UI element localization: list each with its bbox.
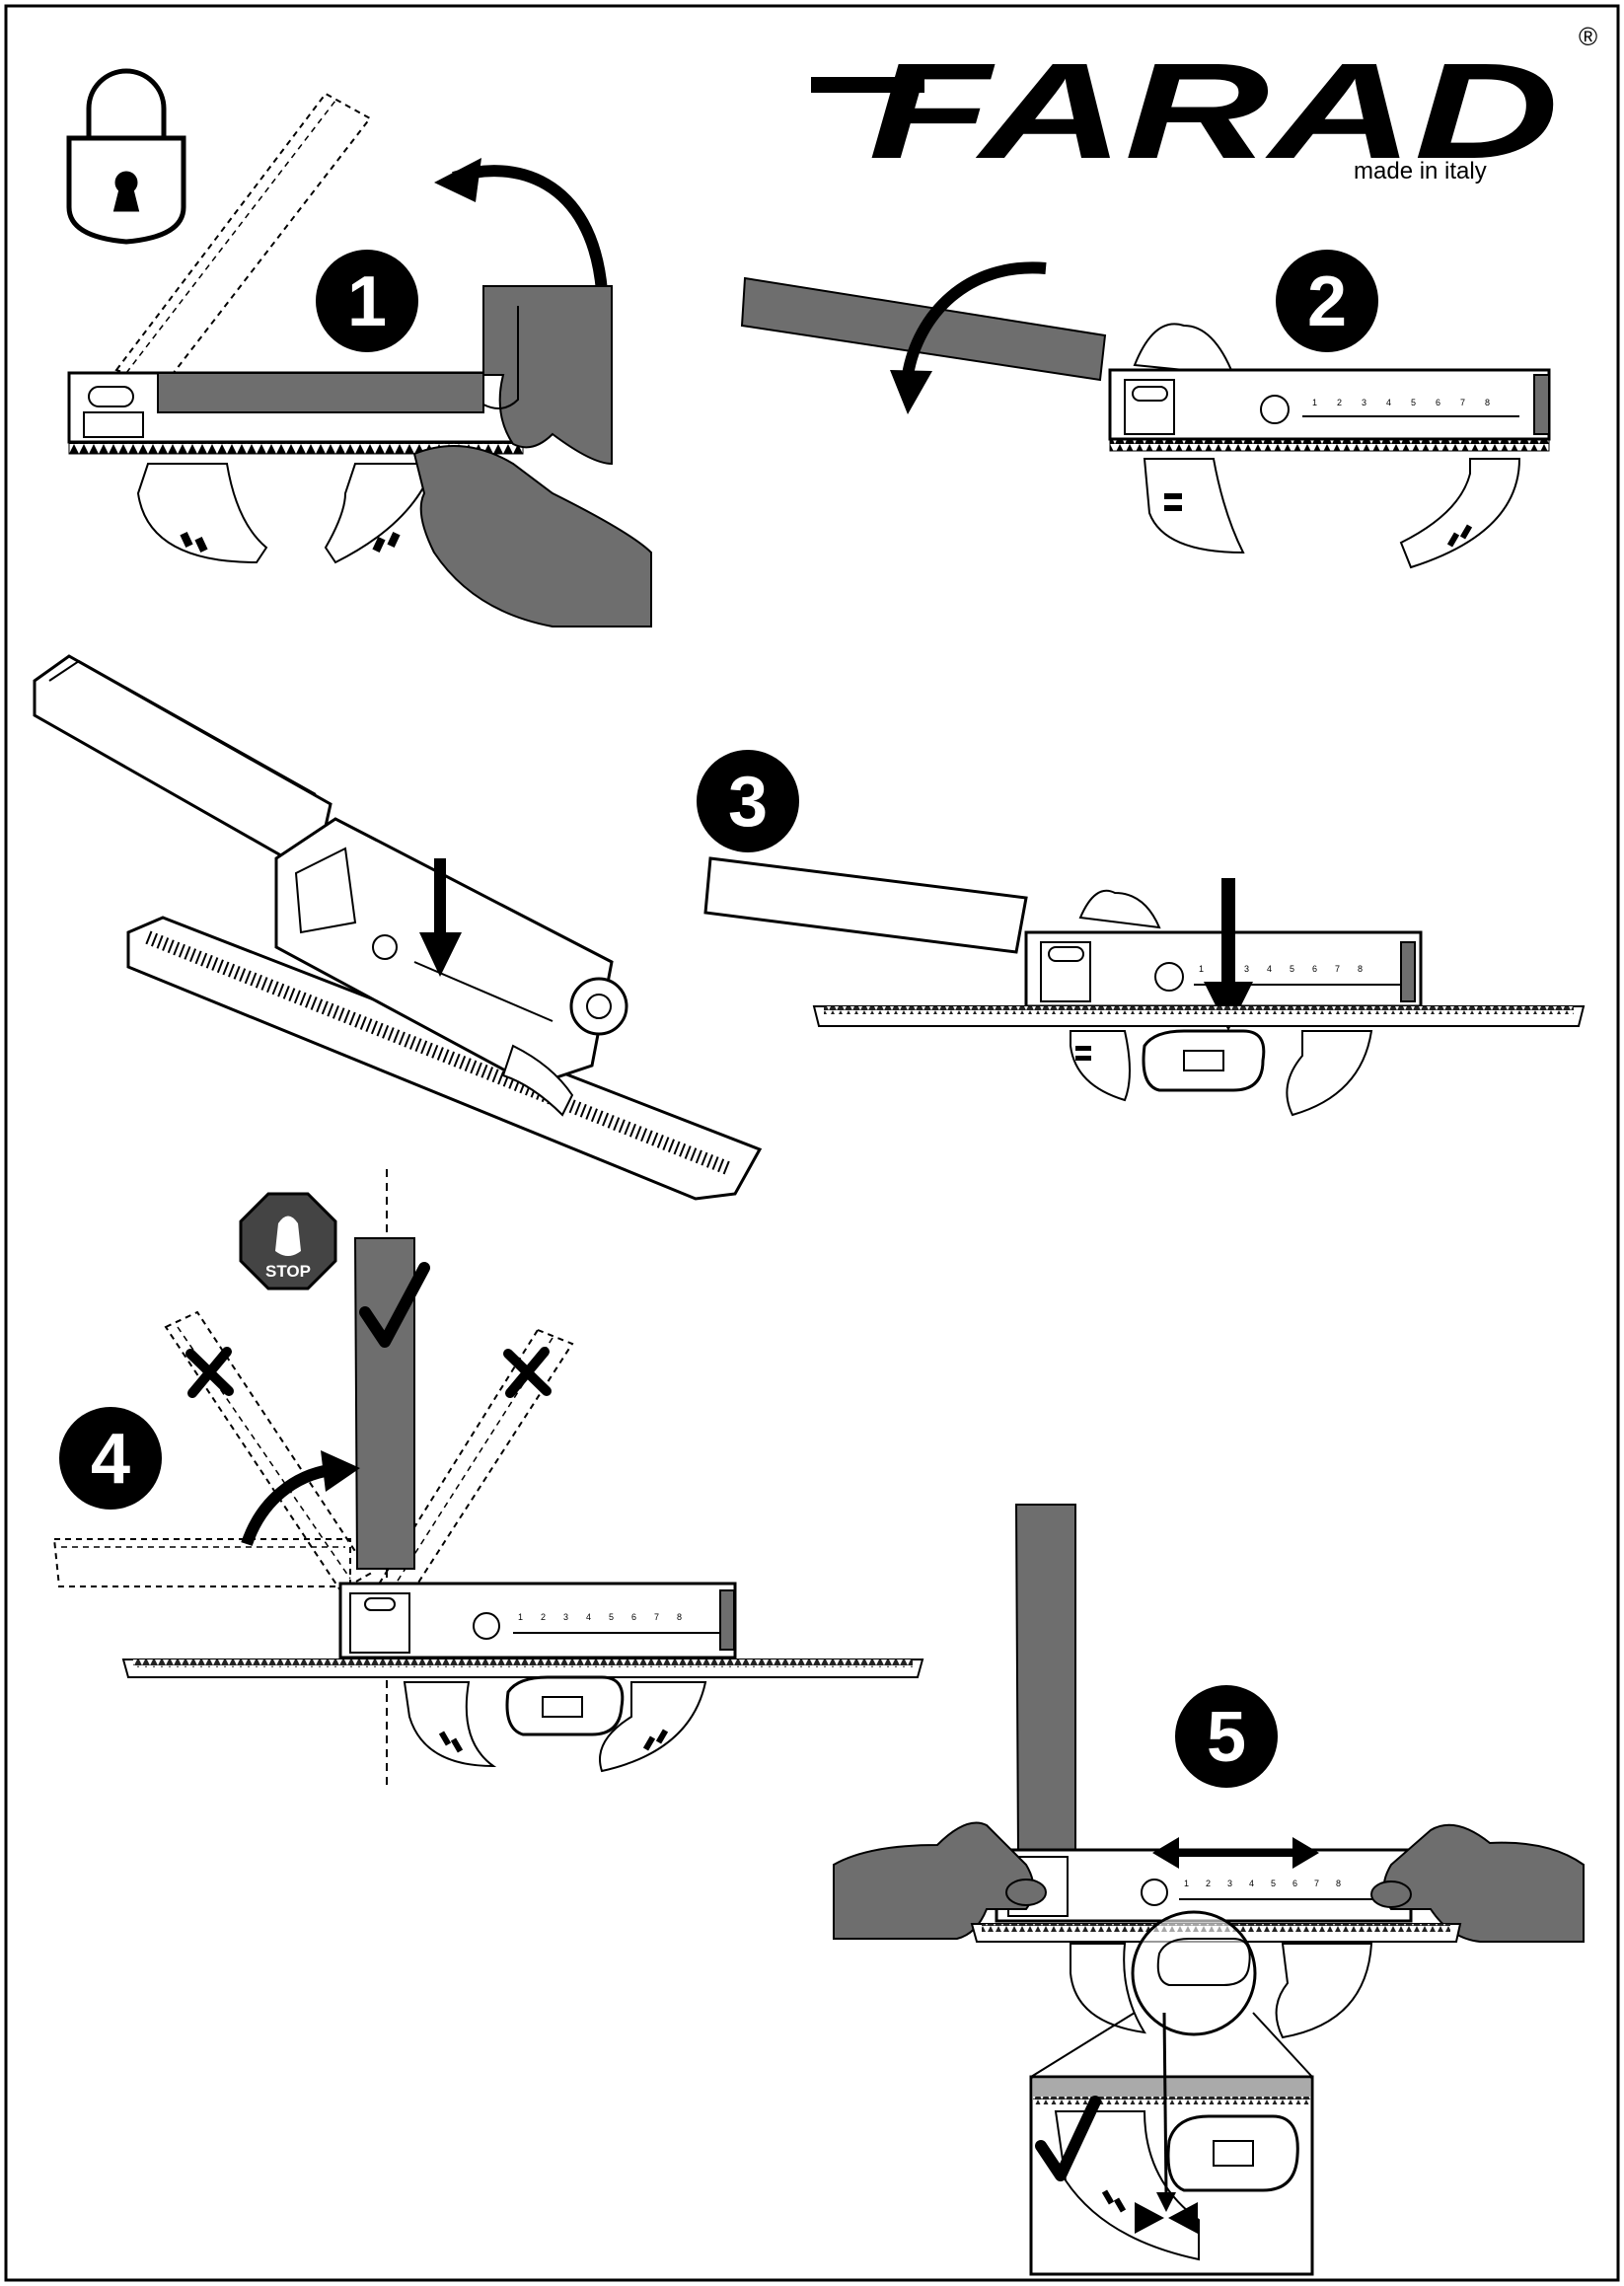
step-2-number: 2: [1307, 262, 1347, 341]
tick-label: 4: [1249, 1879, 1254, 1888]
tick-label: 8: [677, 1612, 682, 1622]
tick-label: 3: [1227, 1879, 1232, 1888]
tick-label: 6: [1292, 1879, 1297, 1888]
tick-label: 1: [1184, 1879, 1189, 1888]
tick-label: 3: [563, 1612, 568, 1622]
tick-label: 7: [654, 1612, 659, 1622]
step-1-number: 1: [347, 262, 387, 341]
tick-label: 3: [1362, 398, 1366, 407]
tick-label: 5: [1411, 398, 1416, 407]
tick-label: 3: [1244, 964, 1249, 974]
padlock-icon: [66, 68, 186, 245]
tick-label: 1: [1312, 398, 1317, 407]
tick-label: 1: [1199, 964, 1204, 974]
tick-label: 6: [1436, 398, 1440, 407]
tick-label: 5: [1290, 964, 1294, 974]
step-4-scale: 1 2 3 4 5 6 7 8: [518, 1612, 682, 1622]
tick-label: 5: [609, 1612, 614, 1622]
registered-mark: ®: [1579, 22, 1597, 51]
step-4-illustration: STOP 1 2 3 4: [52, 1169, 924, 1786]
step-5-badge: 5: [1175, 1685, 1278, 1788]
step-5-illustration: 1 2 3 4 5 6 7 8: [833, 1504, 1585, 2276]
tick-label: 2: [541, 1612, 546, 1622]
step-3-illustration: 1 2 3 4 5 6 7 8: [703, 856, 1586, 1117]
step-3-badge: 3: [697, 750, 799, 852]
tick-label: 8: [1485, 398, 1490, 407]
tick-label: 7: [1460, 398, 1465, 407]
logo-text: FARAD: [868, 36, 1559, 187]
step-2-scale: 1 2 3 4 5 6 7 8: [1312, 398, 1490, 407]
tick-label: 6: [631, 1612, 636, 1622]
check-icon: [359, 1262, 430, 1348]
stop-sign-icon: STOP: [239, 1192, 337, 1290]
tick-label: 1: [518, 1612, 523, 1622]
step-5-number: 5: [1207, 1698, 1246, 1777]
step-3-number: 3: [728, 763, 768, 842]
step-2-badge: 2: [1276, 250, 1378, 352]
tick-label: 8: [1336, 1879, 1341, 1888]
tick-label: 5: [1271, 1879, 1276, 1888]
tick-label: 2: [1337, 398, 1342, 407]
step-2-illustration: 1 2 3 4 5 6 7 8: [740, 261, 1551, 569]
step-1-badge: 1: [316, 250, 418, 352]
cross-icon: [185, 1347, 234, 1398]
step-5-scale: 1 2 3 4 5 6 7 8: [1184, 1879, 1341, 1888]
check-icon: [1035, 2096, 1101, 2181]
tick-label: 7: [1335, 964, 1340, 974]
tick-label: 4: [586, 1612, 591, 1622]
step-1-illustration: [67, 92, 652, 627]
stop-label: STOP: [265, 1262, 311, 1281]
tick-label: 7: [1314, 1879, 1319, 1888]
cross-icon: [503, 1347, 552, 1398]
step-3-perspective-illustration: [33, 654, 763, 1201]
tagline: made in italy: [1354, 158, 1487, 184]
tick-label: 2: [1206, 1879, 1211, 1888]
tick-label: 4: [1386, 398, 1391, 407]
tick-label: 8: [1358, 964, 1363, 974]
brand-logo: FARAD ® made in italy: [811, 22, 1597, 187]
tick-label: 4: [1267, 964, 1272, 974]
step-4-number: 4: [91, 1420, 130, 1499]
step-4-badge: 4: [59, 1407, 162, 1510]
tick-label: 6: [1312, 964, 1317, 974]
